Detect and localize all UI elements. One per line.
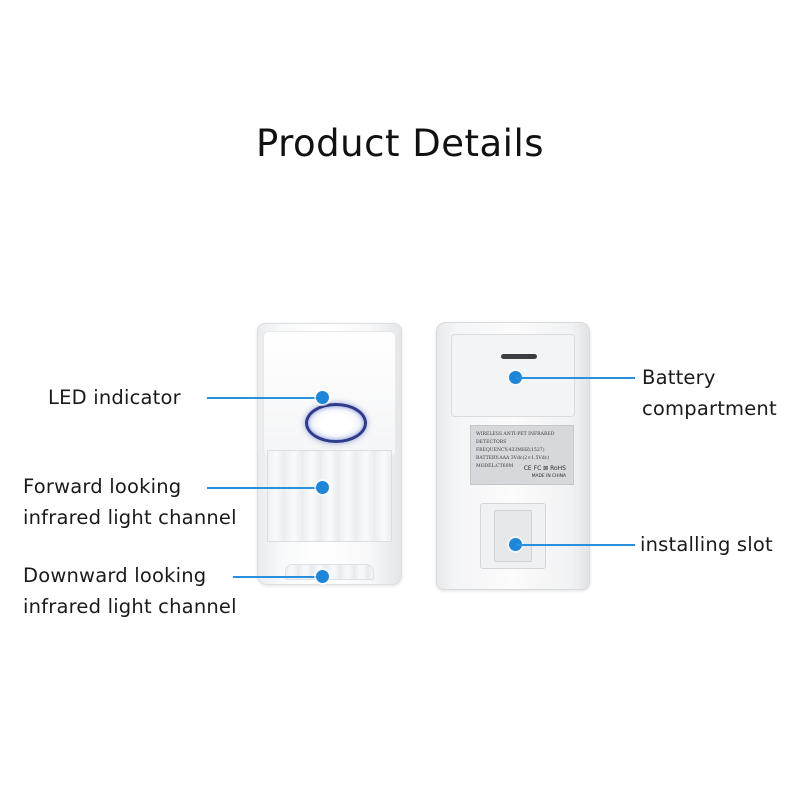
battery-notch	[501, 354, 537, 359]
forward-channel-label: Forward looking infrared light channel	[23, 471, 237, 533]
sticker-line: WIRELESS ANTI-PET INFRARED	[476, 432, 555, 437]
battery-label-line1: Battery	[642, 366, 716, 389]
downward-leader-line	[233, 576, 322, 578]
battery-label-line2: compartment	[642, 397, 777, 420]
installing-slot	[480, 503, 546, 569]
slot-leader-line	[516, 544, 635, 546]
slot-inner	[494, 510, 532, 562]
forward-label-line1: Forward looking	[23, 475, 182, 498]
forward-leader-line	[207, 487, 322, 489]
downward-lens	[285, 564, 374, 580]
front-top-panel	[263, 331, 396, 457]
downward-label-line2: infrared light channel	[23, 595, 237, 618]
led-leader-line	[207, 397, 322, 399]
sticker-line: MODEL:CT60M	[476, 464, 514, 469]
front-device-image	[257, 323, 402, 585]
callout-dot-icon	[509, 538, 522, 551]
led-ring-icon	[305, 403, 367, 443]
callout-dot-icon	[316, 391, 329, 404]
back-device-image: WIRELESS ANTI-PET INFRARED DETECTORS FRE…	[436, 322, 590, 590]
callout-dot-icon	[316, 481, 329, 494]
made-in-label: MADE IN CHINA	[531, 474, 566, 479]
sticker-line: DETECTORS	[476, 440, 507, 445]
battery-leader-line	[516, 377, 635, 379]
battery-compartment-label: Battery compartment	[642, 362, 777, 424]
downward-label-line1: Downward looking	[23, 564, 207, 587]
led-indicator-label: LED indicator	[48, 386, 181, 409]
sticker-line: BATTERY:AAA 3Vdc(2×1.5Vdc)	[476, 456, 549, 461]
downward-channel-label: Downward looking infrared light channel	[23, 560, 237, 622]
installing-slot-label: installing slot	[640, 533, 773, 556]
certification-marks: CE FC ⊠ RoHS	[523, 465, 566, 472]
product-sticker: WIRELESS ANTI-PET INFRARED DETECTORS FRE…	[470, 425, 574, 485]
callout-dot-icon	[509, 371, 522, 384]
sticker-line: FREQUENCY:433MHZ(1527)	[476, 448, 545, 453]
forward-label-line2: infrared light channel	[23, 506, 237, 529]
callout-dot-icon	[316, 570, 329, 583]
page-title: Product Details	[255, 122, 545, 165]
forward-lens	[267, 450, 392, 542]
